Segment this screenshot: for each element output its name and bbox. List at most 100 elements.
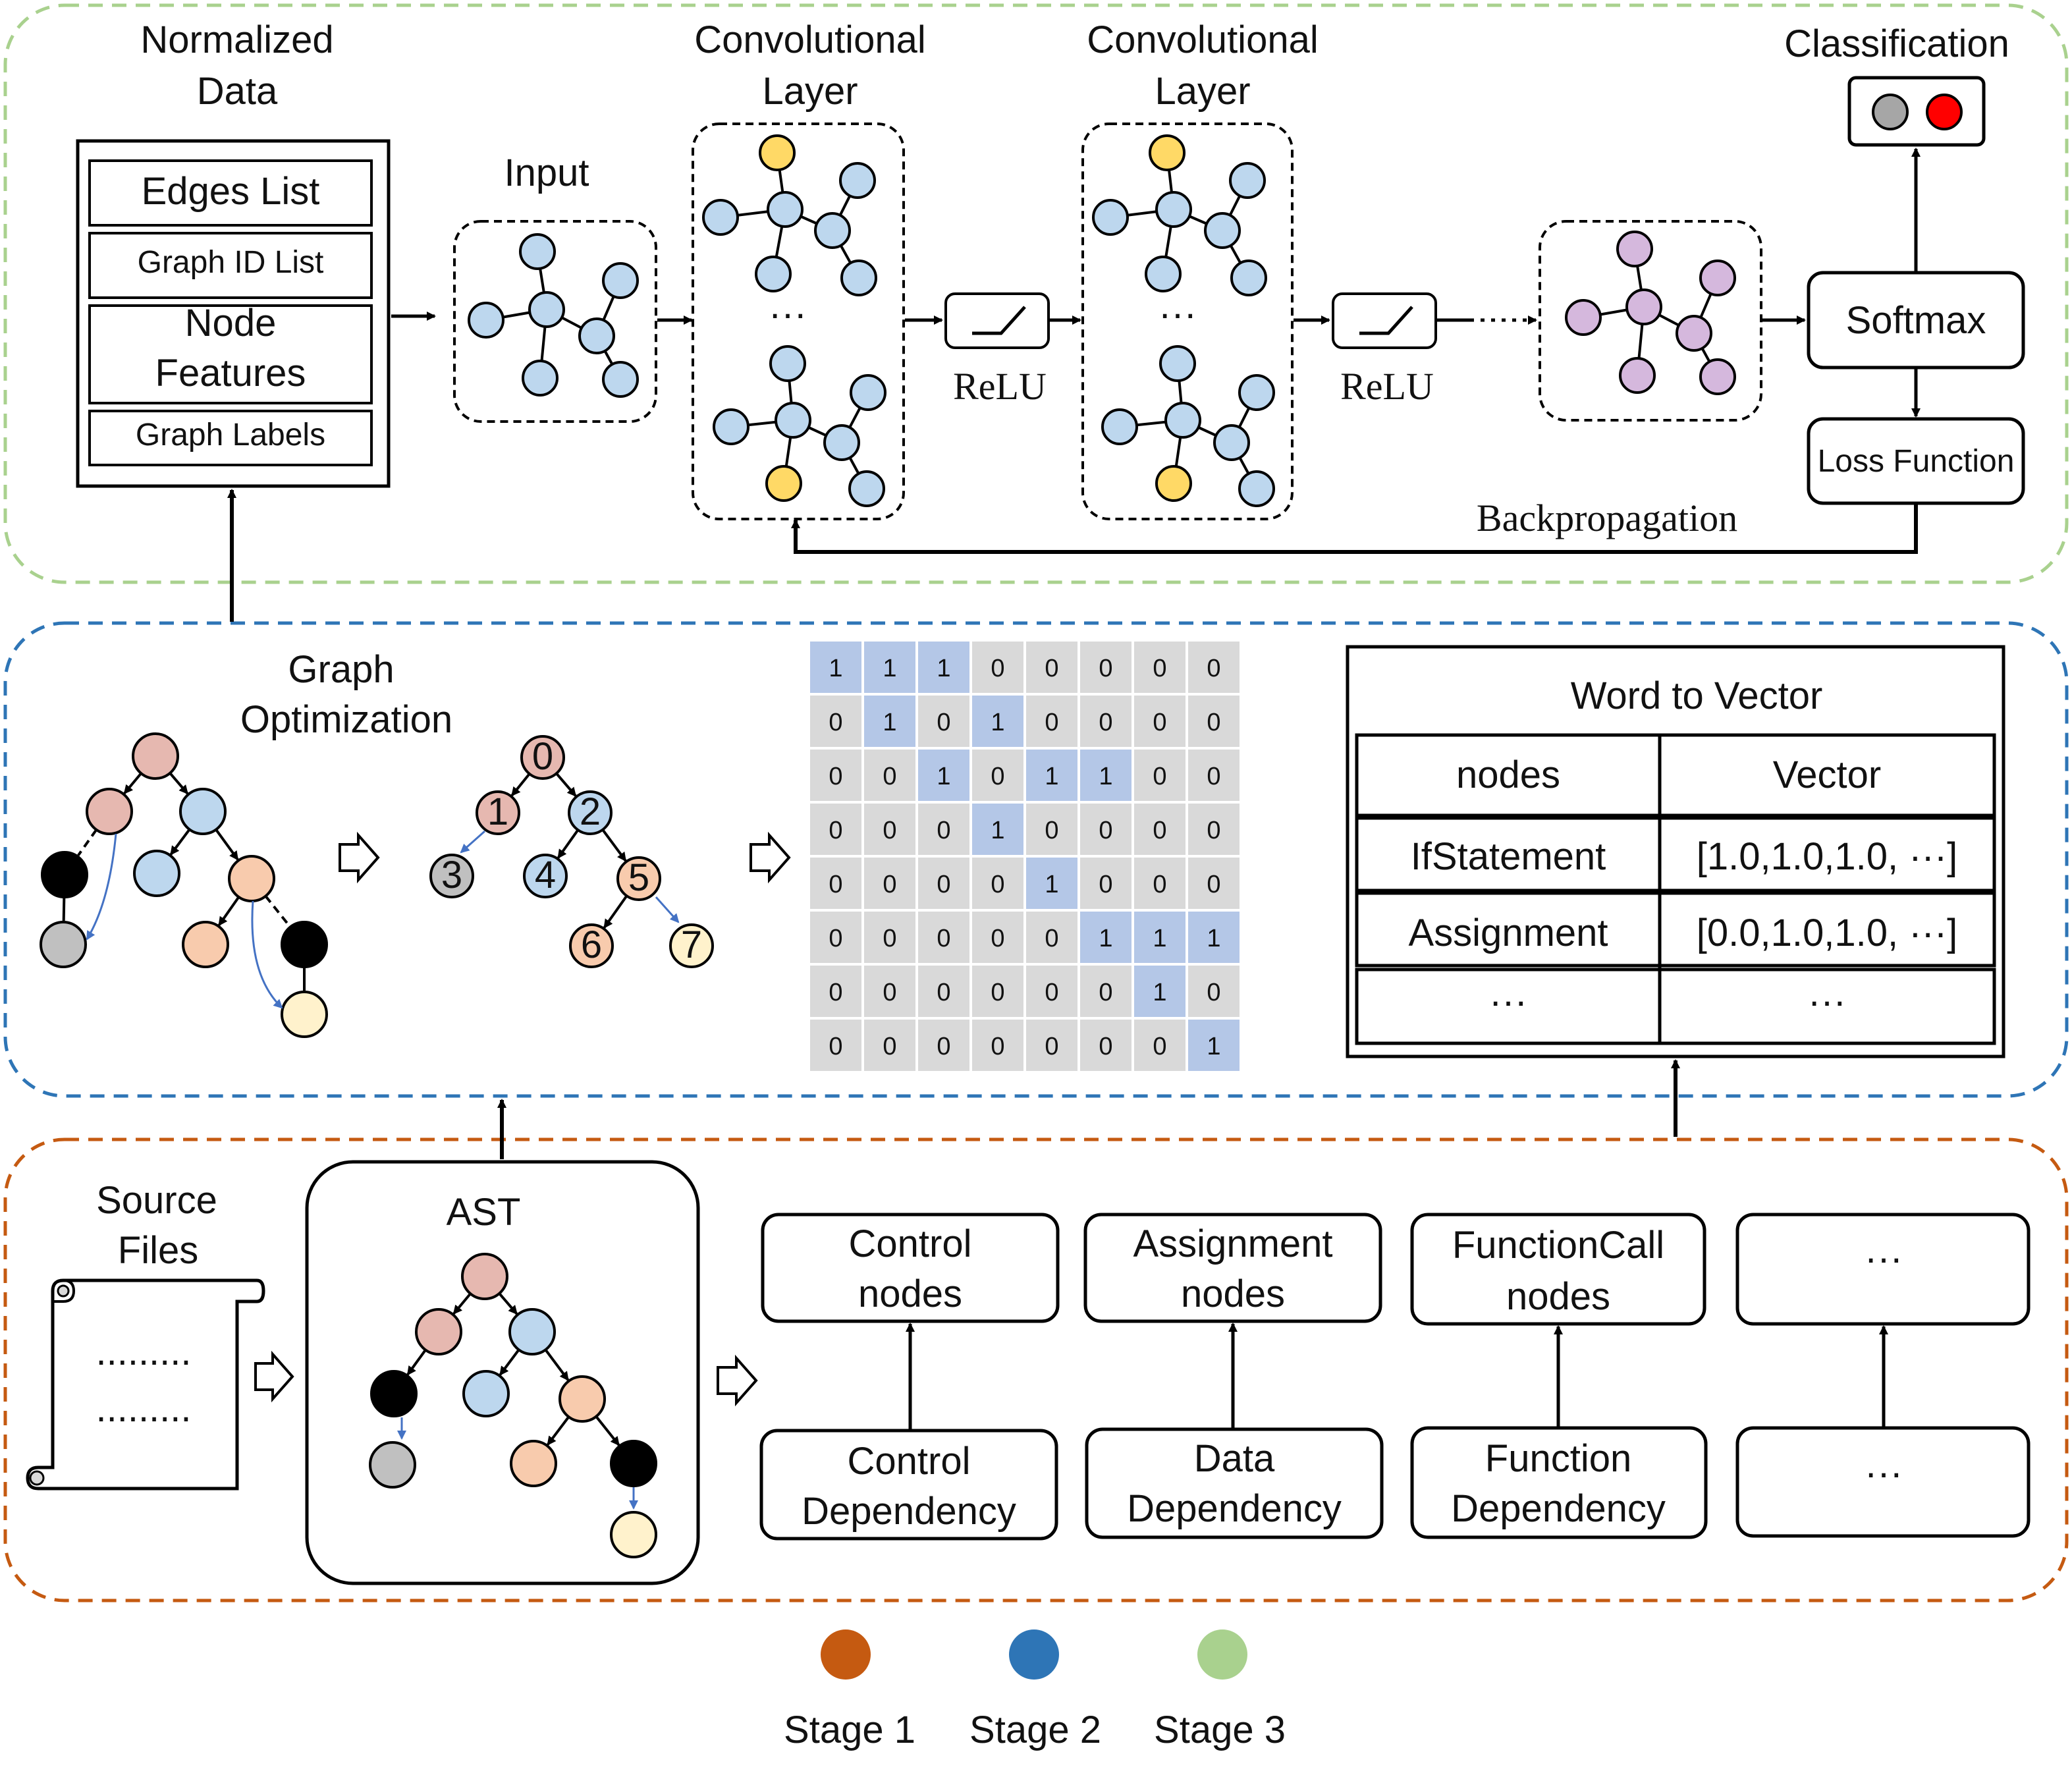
- matrix-value: 0: [1207, 979, 1220, 1006]
- ast-edge: [406, 1349, 427, 1376]
- matrix-cell: [1186, 1017, 1242, 1074]
- matrix-value: 0: [1153, 817, 1166, 844]
- matrix-cell: [1077, 801, 1134, 858]
- source-files-label-line2: Files: [118, 1229, 198, 1272]
- raw-tree-node: [281, 991, 328, 1038]
- hollow-arrow-icon: [750, 831, 791, 884]
- num-tree-node-number: 1: [487, 790, 508, 833]
- relu2-icon: [1332, 292, 1437, 349]
- node-extraction-boxes: Control nodes Assignment nodes FunctionC…: [761, 1213, 2031, 1326]
- matrix-cell: [807, 1017, 864, 1074]
- input-graph-node: [519, 233, 556, 270]
- matrix-value: 0: [1045, 709, 1058, 736]
- matrix-value: 1: [829, 655, 842, 682]
- scroll-icon: [26, 1278, 265, 1491]
- row-more-node: ···: [1489, 980, 1527, 1023]
- conv2-label-line1: Convolutional: [1087, 18, 1318, 61]
- graph-optimization-label-line1: Graph: [288, 648, 394, 691]
- classification-label: Classification: [1784, 22, 2009, 65]
- matrix-cell: [1023, 909, 1080, 966]
- matrix-cell: [1186, 693, 1242, 750]
- matrix-value: 1: [1207, 925, 1220, 952]
- matrix-value: 1: [937, 655, 950, 682]
- matrix-value: 0: [1207, 817, 1220, 844]
- conv2-bottom-node: [1238, 470, 1275, 507]
- conv2-top-node: [1149, 134, 1186, 171]
- matrix-cell: [969, 1017, 1026, 1074]
- num-tree-node-number: 2: [580, 790, 601, 833]
- matrix-value: 0: [1099, 709, 1112, 736]
- output-graph-node: [1619, 357, 1656, 394]
- matrix-value: 0: [1207, 709, 1220, 736]
- num-tree-node-number: 0: [532, 735, 553, 778]
- conv2-box: [1081, 123, 1294, 520]
- input-graph-node: [528, 291, 565, 328]
- functioncall-nodes-line2: nodes: [1506, 1275, 1610, 1318]
- ast-node: [610, 1440, 657, 1487]
- matrix-value: 0: [829, 979, 842, 1006]
- matrix-value: 1: [1153, 979, 1166, 1006]
- softmax-box: [1807, 271, 2025, 369]
- conv2-top-node: [1204, 212, 1241, 249]
- source-dots-line1: .........: [95, 1330, 191, 1373]
- num-tree-data-edge: [655, 896, 680, 923]
- softmax-label: Softmax: [1846, 299, 1986, 342]
- matrix-value: 0: [937, 817, 950, 844]
- matrix-value: 0: [829, 925, 842, 952]
- data-dependency-line2: Dependency: [1127, 1487, 1342, 1530]
- edges-list-label: Edges List: [142, 170, 320, 213]
- matrix-value: 0: [1207, 655, 1220, 682]
- matrix-cell: [1131, 963, 1188, 1020]
- num-tree-edge: [557, 829, 580, 859]
- matrix-value: 1: [1099, 925, 1112, 952]
- raw-tree-node: [41, 851, 88, 898]
- ast-node: [369, 1441, 416, 1489]
- control-dependency-line1: Control: [848, 1440, 971, 1483]
- control-dependency-line2: Dependency: [802, 1490, 1016, 1533]
- matrix-cell: [1186, 801, 1242, 858]
- matrix-value: 1: [1153, 925, 1166, 952]
- matrix-value: 0: [1153, 763, 1166, 790]
- matrix-value: 1: [991, 709, 1004, 736]
- matrix-cell: [969, 693, 1026, 750]
- conv1-top-node: [840, 260, 877, 296]
- output-graph-box: [1539, 220, 1762, 422]
- matrix-cell: [1077, 1017, 1134, 1074]
- matrix-cell: [861, 909, 918, 966]
- raw-tree-node: [86, 788, 133, 835]
- row-ifstatement-vector: [1.0,1.0,1.0, ···]: [1697, 835, 1958, 878]
- row-assignment-node: Assignment: [1408, 912, 1608, 954]
- num-tree-node: [429, 854, 474, 898]
- matrix-cell: [861, 639, 918, 696]
- matrix-cell: [861, 1017, 918, 1074]
- matrix-cell: [1131, 855, 1188, 912]
- output-graph-node: [1699, 260, 1736, 296]
- output-graph-node: [1676, 315, 1712, 352]
- graph-labels-label: Graph Labels: [136, 418, 325, 452]
- matrix-value: 0: [829, 709, 842, 736]
- num-tree-node: [569, 923, 614, 968]
- num-tree-edge: [603, 894, 628, 929]
- conv1-ellipsis: ···: [769, 292, 807, 335]
- matrix-value: 0: [883, 817, 896, 844]
- matrix-cell: [969, 963, 1026, 1020]
- num-tree-node-number: 6: [581, 923, 602, 966]
- conv2-bottom-node: [1155, 465, 1192, 502]
- matrix-cell: [1077, 747, 1134, 804]
- ast-node: [370, 1370, 418, 1417]
- num-tree-node: [523, 854, 568, 898]
- matrix-value: 0: [829, 763, 842, 790]
- conv2-top-node: [1145, 256, 1182, 292]
- conv1-label-line2: Layer: [762, 70, 858, 113]
- ast-edge: [452, 1292, 472, 1315]
- num-tree-node-number: 5: [628, 856, 649, 899]
- relu1-label: ReLU: [953, 365, 1047, 408]
- num-tree-data-edge: [460, 830, 485, 854]
- matrix-cell: [1077, 855, 1134, 912]
- node-features-label-line1: Node: [185, 302, 277, 344]
- backpropagation-arrow: [791, 505, 1918, 554]
- matrix-value: 0: [937, 925, 950, 952]
- conv2-graphs: [1092, 134, 1275, 507]
